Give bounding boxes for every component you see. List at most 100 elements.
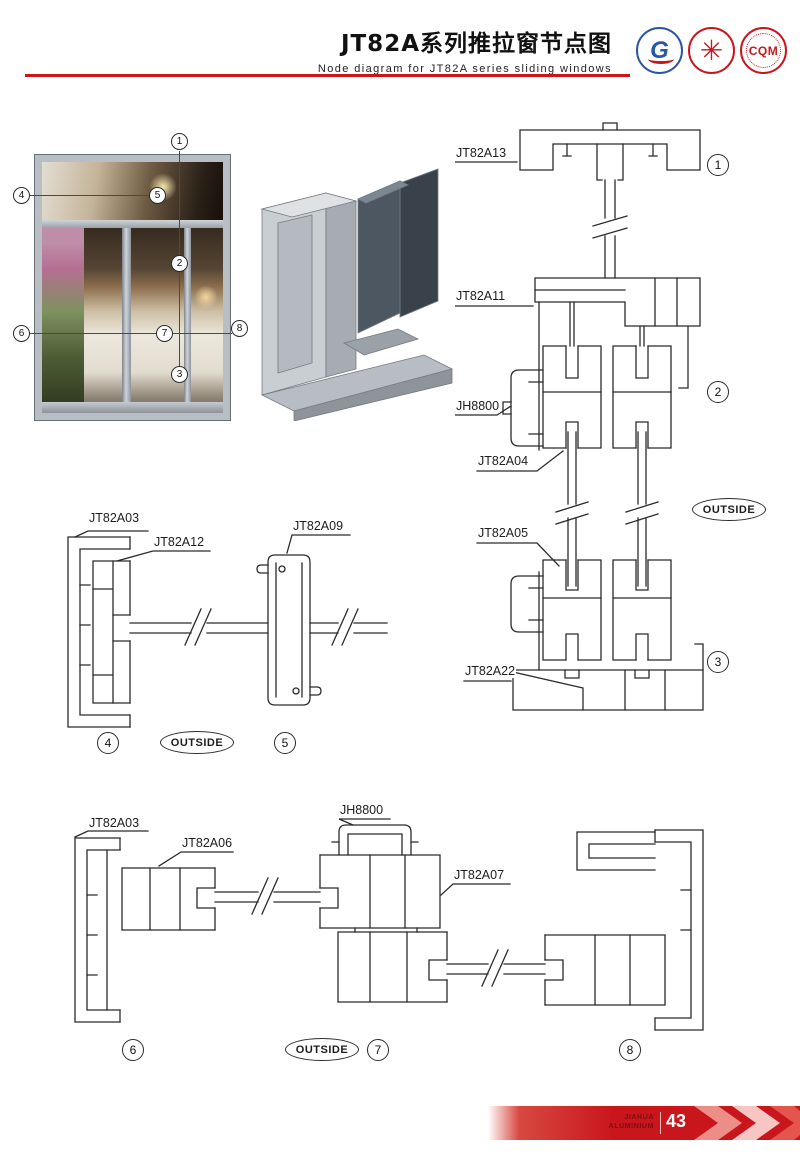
footer-chevron-icons — [694, 1106, 800, 1140]
photo-bedroom — [84, 228, 223, 413]
node-callout-8-number: 8 — [626, 1043, 634, 1057]
page-subtitle: Node diagram for JT82A series sliding wi… — [317, 63, 612, 75]
photo-callout-7: 7 — [156, 325, 173, 342]
photo-callout-7-number: 7 — [161, 328, 168, 339]
node-callout-3: 3 — [707, 651, 729, 673]
part-label-jt82a12: JT82A12 — [153, 535, 206, 549]
meeting-stile-upper-profile — [319, 854, 441, 929]
profile-3d-render — [260, 168, 453, 421]
leader-lines — [455, 161, 564, 682]
callout-line-horizontal-bottom — [30, 333, 232, 334]
photo-sash-edge — [184, 228, 191, 413]
node-callout-1-number: 1 — [714, 158, 722, 172]
leader-lines — [74, 530, 351, 562]
part-label-jh8800-right: JH8800 — [455, 399, 501, 413]
right-sash-profile — [544, 934, 666, 1006]
glass-pane-left — [129, 608, 269, 646]
jt82a03-jamb-profile — [67, 536, 131, 728]
node-callout-5-number: 5 — [281, 736, 289, 750]
part-label-jt82a09: JT82A09 — [292, 519, 345, 533]
node-callout-6: 6 — [122, 1039, 144, 1061]
jh8800-clip-profile-upper — [502, 369, 544, 447]
photo-callout-5: 5 — [149, 187, 166, 204]
node-callout-2: 2 — [707, 381, 729, 403]
part-label-jt82a05: JT82A05 — [477, 526, 530, 540]
photo-callout-1-number: 1 — [176, 136, 183, 147]
jt82a13-top-frame-profile — [519, 122, 701, 181]
photo-mullion — [122, 228, 131, 413]
photo-callout-4-number: 4 — [18, 190, 25, 201]
outside-label-bottom: OUTSIDE — [285, 1038, 359, 1061]
node-callout-6-number: 6 — [129, 1043, 137, 1057]
photo-transom-rail — [42, 220, 223, 228]
footer-brand-line2: ALUMINIUM — [608, 1123, 654, 1130]
outside-label-middle: OUTSIDE — [160, 731, 234, 754]
starburst-certification-logo: ✳ — [688, 27, 735, 74]
photo-callout-2-number: 2 — [176, 258, 183, 269]
page-title: JT82A系列推拉窗节点图 — [340, 31, 612, 57]
glass-pane-upper — [592, 179, 628, 279]
photo-lamp-glow — [195, 284, 217, 310]
part-label-jt82a13: JT82A13 — [455, 146, 508, 160]
part-label-jt82a22: JT82A22 — [464, 664, 517, 678]
header-accent-rule — [25, 74, 630, 77]
photo-callout-5-number: 5 — [154, 190, 161, 201]
cqm-logo-ring — [746, 33, 781, 68]
part-label-jt82a11: JT82A11 — [455, 289, 507, 303]
footer-brand-line1: JIAHUA — [624, 1114, 654, 1121]
photo-transom — [42, 162, 223, 220]
node-callout-4: 4 — [97, 732, 119, 754]
g-certification-logo: G — [636, 27, 683, 74]
jt82a12-jamb-sash-profile — [92, 560, 131, 704]
upper-sash-profiles-jt82a04 — [542, 345, 672, 449]
glass-pane-left — [214, 877, 321, 915]
jt82a06-sash-profile — [121, 867, 216, 931]
jh8800-clip-profile — [331, 824, 419, 856]
page-header: JT82A系列推拉窗节点图 Node diagram for JT82A ser… — [240, 24, 612, 75]
photo-callout-1: 1 — [171, 133, 188, 150]
photo-callout-8-number: 8 — [236, 323, 243, 334]
node-callout-7-number: 7 — [374, 1043, 382, 1057]
cqm-certification-logo: CQM — [740, 27, 787, 74]
g-logo-swoosh-icon — [648, 54, 674, 64]
jt82a03-jamb-profile — [74, 837, 121, 1023]
node-callout-7: 7 — [367, 1039, 389, 1061]
glass-pane-right — [446, 949, 546, 987]
photo-callout-6: 6 — [13, 325, 30, 342]
photo-callout-4: 4 — [13, 187, 30, 204]
leader-lines — [74, 818, 511, 896]
part-label-jt82a07: JT82A07 — [453, 868, 506, 882]
part-label-jt82a03-mid: JT82A03 — [88, 511, 141, 525]
node-callout-3-number: 3 — [714, 655, 722, 669]
chevron-icon-3 — [770, 1106, 800, 1140]
photo-callout-8: 8 — [231, 320, 248, 337]
bottom-diagram — [74, 818, 704, 1031]
jt82a07-meeting-stile-lower-profile — [337, 927, 448, 1003]
photo-bottom-rail — [42, 402, 223, 413]
part-label-jt82a04: JT82A04 — [477, 454, 530, 468]
part-label-jt82a06: JT82A06 — [181, 836, 234, 850]
outside-label-right: OUTSIDE — [692, 498, 766, 521]
photo-lower-pane — [42, 228, 223, 413]
jt82a22-sill-profile — [512, 643, 704, 711]
lower-sash-profiles-jt82a05 — [542, 559, 672, 661]
page-number: 43 — [666, 1111, 687, 1131]
part-label-jt82a03-bottom: JT82A03 — [88, 816, 141, 830]
node-callout-2-number: 2 — [714, 385, 722, 399]
callout-line-horizontal-top — [30, 195, 150, 196]
photo-callout-6-number: 6 — [18, 328, 25, 339]
photo-flowers — [42, 228, 84, 413]
photo-callout-3: 3 — [171, 366, 188, 383]
node-callout-8: 8 — [619, 1039, 641, 1061]
node-callout-1: 1 — [707, 154, 729, 176]
right-column-diagram — [455, 122, 704, 711]
part-label-jh8800-bottom: JH8800 — [339, 803, 385, 817]
footer-brand: JIAHUA ALUMINIUM — [600, 1113, 654, 1131]
node-callout-4-number: 4 — [104, 736, 112, 750]
middle-left-diagram — [67, 530, 388, 728]
node-callout-5: 5 — [274, 732, 296, 754]
footer-separator — [660, 1112, 661, 1134]
chevron-icon-2 — [732, 1106, 780, 1140]
starburst-icon: ✳ — [699, 34, 724, 67]
